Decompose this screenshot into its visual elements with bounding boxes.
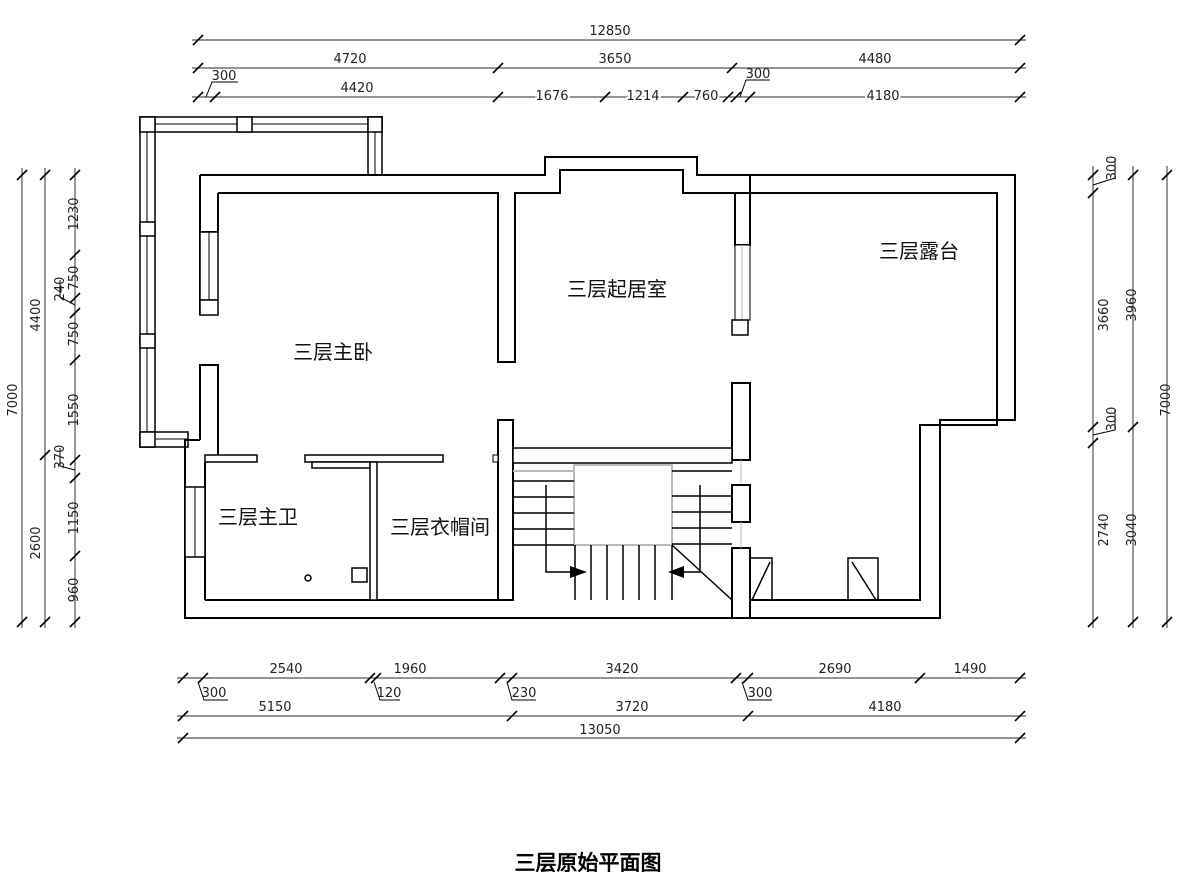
dim-text: 300 xyxy=(212,69,237,84)
dim-text: 7000 xyxy=(1159,383,1174,416)
dim-text: 230 xyxy=(512,686,537,701)
dim-text: 4180 xyxy=(868,700,901,715)
dim-text: 3660 xyxy=(1097,298,1112,331)
dim-text: 760 xyxy=(694,89,719,104)
dim-text: 4420 xyxy=(340,81,373,96)
toilet-icon xyxy=(351,567,368,583)
dim-text: 1960 xyxy=(393,662,426,677)
dim-text: 2690 xyxy=(818,662,851,677)
dim-text: 12850 xyxy=(589,24,630,39)
arrow-right-icon xyxy=(570,566,587,578)
dim-text: 2740 xyxy=(1097,513,1112,546)
dim-text: 120 xyxy=(377,686,402,701)
dim-text: 4400 xyxy=(29,298,44,331)
dim-text: 1550 xyxy=(67,393,82,426)
dim-text: 7000 xyxy=(6,383,21,416)
dim-text: 370 xyxy=(53,445,68,470)
bottom-dimensions: 300 2540 120 1960 230 3420 300 2690 1490… xyxy=(177,662,1026,744)
staircase xyxy=(512,447,733,601)
dim-text: 3650 xyxy=(598,52,631,67)
dim-text: 4480 xyxy=(858,52,891,67)
dim-text: 750 xyxy=(67,322,82,347)
drawing-title: 三层原始平面图 xyxy=(515,851,662,872)
dim-text: 1230 xyxy=(67,197,82,230)
dim-text: 1214 xyxy=(626,89,659,104)
room-label-cloakroom: 三层衣帽间 xyxy=(390,515,490,539)
dim-text: 300 xyxy=(202,686,227,701)
dim-text: 1150 xyxy=(67,501,82,534)
top-dimensions: 12850 4720 3650 4480 300 4420 1676 1214 … xyxy=(192,24,1026,106)
arrow-left-icon xyxy=(668,566,684,578)
dim-text: 13050 xyxy=(579,723,620,738)
dim-text: 3720 xyxy=(615,700,648,715)
dim-text: 1676 xyxy=(535,89,568,104)
room-label-master-bedroom: 三层主卧 xyxy=(293,340,373,364)
dim-text: 300 xyxy=(748,686,773,701)
dim-text: 5150 xyxy=(258,700,291,715)
room-label-master-bath: 三层主卫 xyxy=(218,505,298,529)
right-dimensions: 300 3660 300 2740 3960 3040 7000 xyxy=(1087,156,1174,628)
fixtures xyxy=(304,557,879,601)
balcony-railing xyxy=(139,116,383,448)
dim-text: 750 xyxy=(67,266,82,291)
dim-text: 3960 xyxy=(1125,288,1140,321)
floor-drain-icon xyxy=(304,574,312,582)
dim-text: 2540 xyxy=(269,662,302,677)
dim-text: 300 xyxy=(1105,156,1120,181)
dim-text: 300 xyxy=(1105,407,1120,432)
left-dimensions: 7000 4400 2600 1230 750 240 750 1550 370… xyxy=(6,168,82,628)
dim-text: 300 xyxy=(746,67,771,82)
room-label-living-room: 三层起居室 xyxy=(567,277,667,301)
dim-text: 4180 xyxy=(866,89,899,104)
dim-text: 4720 xyxy=(333,52,366,67)
dim-text: 240 xyxy=(53,277,68,302)
dim-text: 3040 xyxy=(1125,513,1140,546)
room-label-terrace: 三层露台 xyxy=(879,239,959,263)
stair-arrow-line xyxy=(545,485,572,573)
walls xyxy=(184,156,1016,619)
dim-text: 1490 xyxy=(953,662,986,677)
dim-text: 3420 xyxy=(605,662,638,677)
dim-text: 2600 xyxy=(29,526,44,559)
dim-text: 960 xyxy=(67,578,82,603)
